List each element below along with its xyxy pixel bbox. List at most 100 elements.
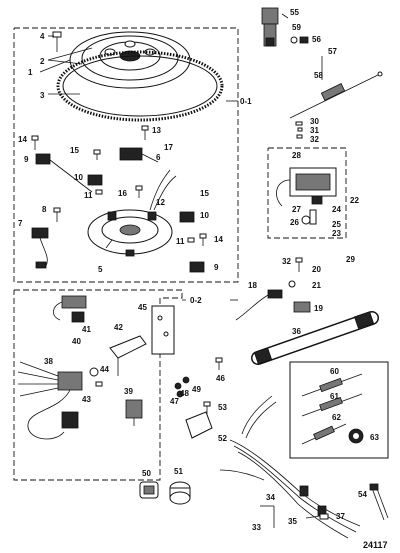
label-39: 39 (124, 387, 133, 396)
label-6: 6 (156, 153, 161, 162)
label-11-left: 11 (84, 191, 93, 200)
screws-upper (31, 125, 207, 246)
ring-gear (56, 50, 224, 122)
label-27: 27 (292, 205, 301, 214)
inset-cables (301, 373, 364, 445)
harness-cable-loop (27, 389, 79, 440)
label-8: 8 (42, 205, 47, 214)
label-58: 58 (314, 71, 323, 80)
part-59-56 (290, 36, 309, 44)
label-56: 56 (312, 35, 321, 44)
label-35: 35 (288, 517, 297, 526)
part-labels: 1 2 3 4 5 6 7 8 9 9 10 10 11 11 12 13 14… (18, 8, 379, 532)
label-20: 20 (312, 265, 321, 274)
label-51: 51 (174, 467, 183, 476)
label-31: 31 (310, 126, 319, 135)
label-57: 57 (328, 47, 337, 56)
label-50: 50 (142, 469, 151, 478)
label-19: 19 (314, 304, 323, 313)
label-42: 42 (114, 323, 123, 332)
label-40: 40 (72, 337, 81, 346)
label-34: 34 (266, 493, 275, 502)
label-9-lower: 9 (214, 263, 219, 272)
bolt-46 (215, 357, 223, 370)
label-25: 25 (332, 220, 341, 229)
label-24: 24 (332, 205, 341, 214)
assembly-box-ignition-coil (267, 147, 347, 239)
label-10-right: 10 (200, 211, 209, 220)
label-17: 17 (164, 143, 173, 152)
label-28: 28 (292, 151, 301, 160)
cap-51 (169, 481, 191, 505)
label-32-upper: 32 (310, 135, 319, 144)
label-45: 45 (138, 303, 147, 312)
label-33: 33 (252, 523, 261, 532)
label-55: 55 (290, 8, 299, 17)
bolts-20-21 (288, 257, 303, 288)
screw-37-35 (305, 513, 329, 520)
label-4: 4 (40, 32, 45, 41)
wire-lead-12 (149, 169, 177, 211)
plug-50 (139, 481, 159, 499)
bracket-42 (109, 335, 147, 376)
ht-lead-57 (289, 71, 383, 119)
label-5: 5 (98, 265, 103, 274)
label-62: 62 (332, 413, 341, 422)
coil-module-9-upper (35, 153, 93, 193)
label-41: 41 (82, 325, 91, 334)
label-49: 49 (192, 385, 201, 394)
figure-number: 24117 (363, 540, 388, 550)
label-15-lower: 15 (200, 189, 209, 198)
wiring-harness-33-34 (219, 395, 361, 539)
label-36: 36 (292, 327, 301, 336)
label-38: 38 (44, 357, 53, 366)
label-23: 23 (332, 229, 341, 238)
label-32-lower: 32 (282, 257, 291, 266)
label-46: 46 (216, 374, 225, 383)
label-1: 1 (28, 68, 33, 77)
label-15-upper: 15 (70, 146, 79, 155)
screws-30-32 (295, 121, 303, 139)
label-60: 60 (330, 367, 339, 376)
label-47: 47 (170, 397, 179, 406)
label-11-right: 11 (176, 237, 185, 246)
label-54: 54 (358, 490, 367, 499)
ignition-coil-22 (276, 167, 337, 225)
inset-box-cables (289, 361, 389, 459)
spark-plug-boot-55 (261, 7, 279, 47)
label-7: 7 (18, 219, 23, 228)
stator-plate (87, 209, 173, 257)
label-2: 2 (40, 57, 45, 66)
label-52: 52 (218, 434, 227, 443)
label-13: 13 (152, 126, 161, 135)
label-10-left: 10 (74, 173, 83, 182)
sensor-module-6 (119, 147, 159, 163)
label-18: 18 (248, 281, 257, 290)
label-12: 12 (156, 198, 165, 207)
label-22: 22 (350, 196, 359, 205)
label-43: 43 (82, 395, 91, 404)
coil-module-9-lower (189, 261, 205, 273)
plate-45 (151, 305, 175, 355)
label-61: 61 (330, 392, 339, 401)
assembly-box-lower (13, 289, 183, 481)
label-59: 59 (292, 23, 301, 32)
label-53: 53 (218, 403, 227, 412)
label-63: 63 (370, 433, 379, 442)
label-9-upper: 9 (24, 155, 29, 164)
assembly-box-upper (13, 27, 239, 283)
label-21: 21 (312, 281, 321, 290)
label-26: 26 (290, 218, 299, 227)
bracket-52-53 (185, 401, 213, 439)
switch-39 (125, 399, 143, 426)
label-assembly-0-2: 0-2 (190, 296, 202, 305)
leader-lines (39, 13, 323, 528)
label-30: 30 (310, 117, 319, 126)
label-48: 48 (180, 389, 189, 398)
nuts-47-49 (174, 376, 190, 398)
label-44: 44 (100, 365, 109, 374)
label-assembly-0-1: 0-1 (240, 97, 252, 106)
coil-module-10 (87, 174, 195, 223)
bolt-part-4 (52, 31, 62, 52)
